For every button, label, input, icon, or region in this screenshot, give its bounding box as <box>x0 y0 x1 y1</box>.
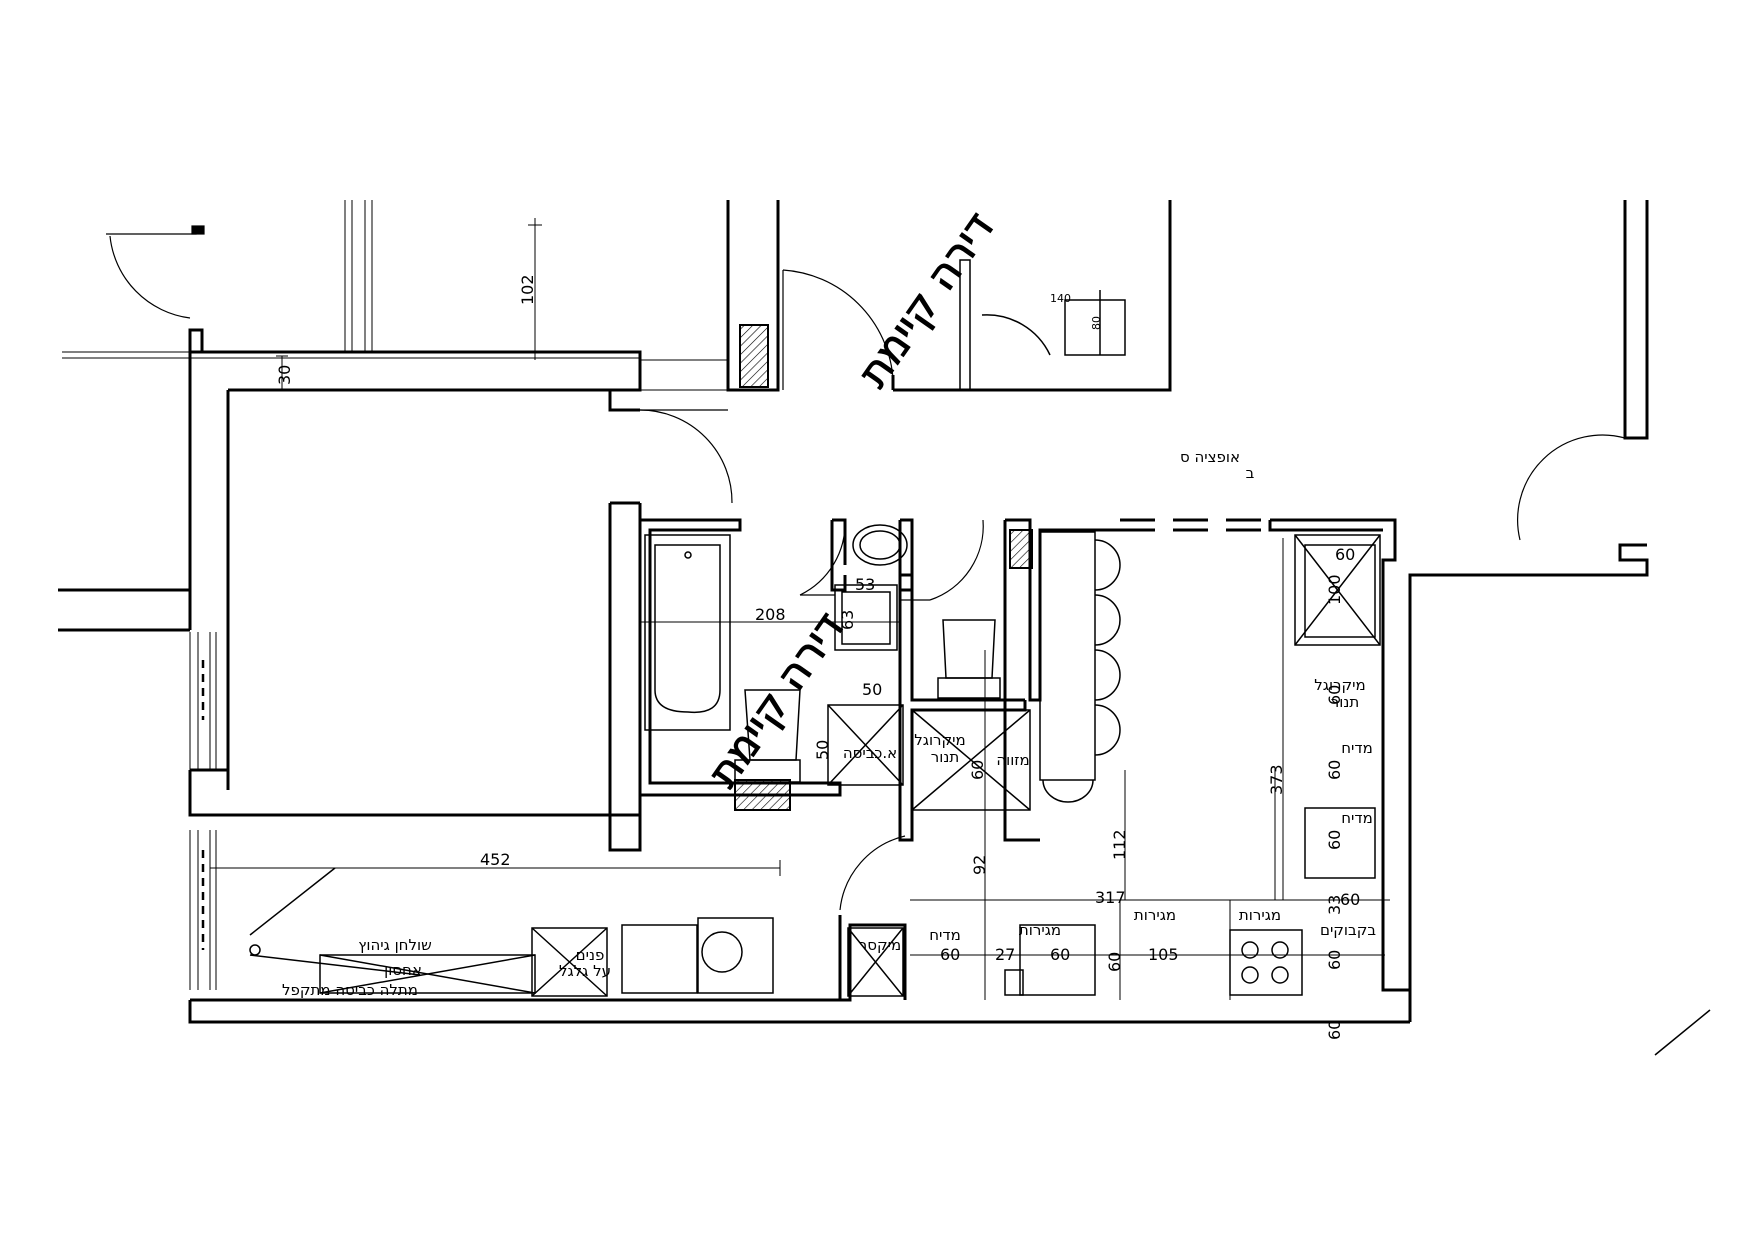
dim-50b: 50 <box>813 740 832 760</box>
oven-box <box>911 709 1031 811</box>
mixer-label: מיקסר <box>859 936 901 954</box>
dim-63: 63 <box>838 610 857 630</box>
sink-round <box>852 524 908 566</box>
microwave-label-1: מיקרוגל <box>914 731 965 749</box>
dim-140: 140 <box>1050 292 1071 305</box>
storage-label: אחסון <box>384 961 422 979</box>
dim-50a: 50 <box>862 680 882 699</box>
dashed-opening <box>1120 518 1270 532</box>
dim-27: 27 <box>995 945 1015 964</box>
oven-label-2: תנור <box>1331 693 1359 711</box>
dim-33: 33 <box>1325 895 1344 915</box>
drawers-label-2: מגירות <box>1134 906 1176 924</box>
dim-102: 102 <box>518 274 537 305</box>
dim-60-mw: 60 <box>1325 685 1344 705</box>
storage-cabinet <box>531 927 608 997</box>
folding-hanger-label: מתלה כביסה מתקפל <box>282 981 418 999</box>
dimension-lines <box>209 218 1390 1000</box>
dishwasher <box>1304 807 1376 879</box>
mixer-box <box>847 927 904 997</box>
bottles-label: בקבוקים <box>1320 921 1376 939</box>
dim-208: 208 <box>755 605 786 624</box>
hatched-columns <box>734 324 1033 811</box>
dim-60-dw: 60 <box>1325 760 1344 780</box>
dim-53: 53 <box>855 575 875 594</box>
dim-92: 92 <box>970 855 989 875</box>
wheels-label-bottom: על גלגל <box>559 962 611 980</box>
dim-60-fridge: 60 <box>1335 545 1355 564</box>
existing-apartment-label: דירה קיימת <box>848 203 1004 396</box>
ironing-table-label: שולחן גיהוץ <box>358 936 431 954</box>
dryer <box>621 924 698 994</box>
option-label: אופציה ס <box>1180 448 1240 466</box>
dim-60-dw2: 60 <box>1325 830 1344 850</box>
oven-label-1: תנור <box>931 748 959 766</box>
dishwasher-bottom-label: מדיח <box>929 926 961 944</box>
ironing-board <box>319 954 536 994</box>
walls <box>58 200 1649 1024</box>
washing-machine <box>697 917 774 994</box>
cooktop <box>1229 929 1303 996</box>
dim-60-b: 60 <box>1050 945 1070 964</box>
dim-105: 105 <box>1148 945 1179 964</box>
wheels-label-top: פנים <box>576 946 605 964</box>
dim-60-bk: 60 <box>1340 890 1360 909</box>
dim-80: 80 <box>1090 316 1103 330</box>
existing-apartment-label-2: דירה קיימת <box>698 603 854 796</box>
kitchen-island <box>1039 531 1096 781</box>
drawers-label-1: מגירות <box>1239 906 1281 924</box>
dim-452: 452 <box>480 850 511 869</box>
window-lines <box>62 200 728 990</box>
fixtures <box>249 259 1711 1056</box>
drawers-label-3: מגירות <box>1019 921 1061 939</box>
microwave-label-2: מיקרוגל <box>1314 676 1365 694</box>
dim-60-oven: 60 <box>968 760 987 780</box>
dim-60-bottom: 60 <box>1325 950 1344 970</box>
dishwasher-label-1: מדיח <box>1341 739 1373 757</box>
dim-112: 112 <box>1110 829 1129 860</box>
pantry-label: מזווה <box>996 751 1029 769</box>
dim-60-left: 60 <box>1325 1020 1344 1040</box>
basin <box>834 584 898 651</box>
dishwasher-label-2: מדיח <box>1341 809 1373 827</box>
dim-60-a: 60 <box>940 945 960 964</box>
toilet-2 <box>942 619 996 679</box>
dim-100: 100 <box>1325 574 1344 605</box>
bathtub <box>644 534 731 731</box>
dim-60-c: 60 <box>1105 952 1124 972</box>
dim-373: 373 <box>1267 764 1286 795</box>
washer-box <box>827 704 904 786</box>
fridge <box>1294 534 1381 646</box>
dim-30: 30 <box>275 365 294 385</box>
dryer-laundry-label: א.כביסה <box>843 744 897 762</box>
option-b-label: ב <box>1246 464 1255 482</box>
dim-317: 317 <box>1095 888 1126 907</box>
doors <box>106 225 1626 911</box>
